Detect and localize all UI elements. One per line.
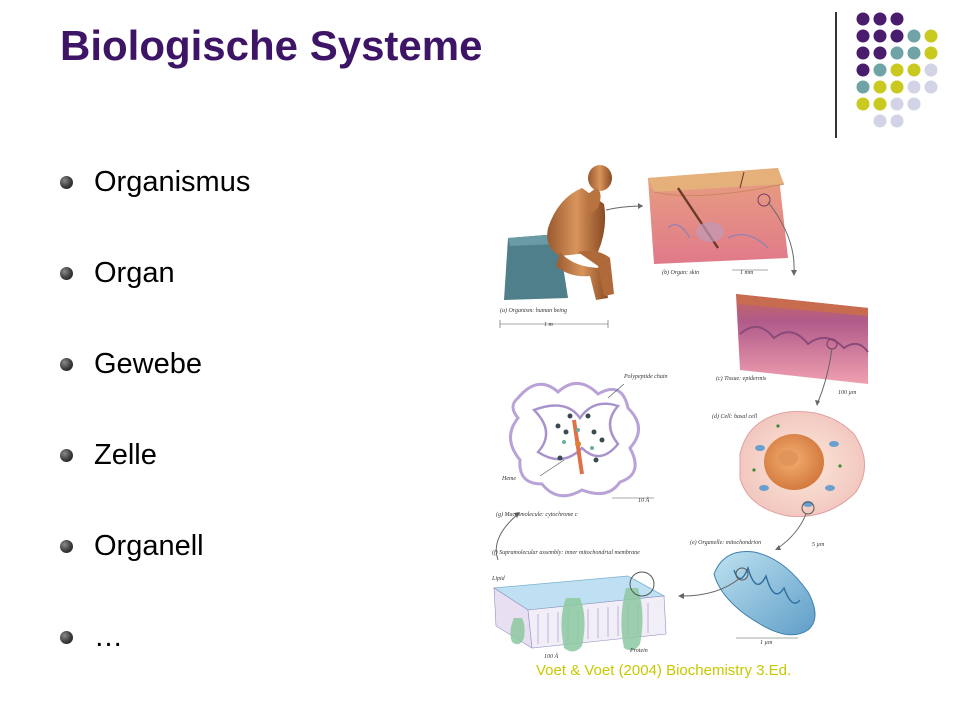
bullet-item: Zelle xyxy=(60,433,157,477)
biology-hierarchy-figure: (a) Organism: human being 1 m (b) Organ:… xyxy=(491,165,869,660)
figure-scale-f: 100 Å xyxy=(544,652,559,660)
decorative-dot xyxy=(924,63,938,77)
organism-thinker-illustration xyxy=(504,165,614,300)
figure-scale-a: 1 m xyxy=(544,322,554,328)
decorative-dot xyxy=(890,97,904,111)
decorative-dot xyxy=(924,46,938,60)
organ-skin-illustration xyxy=(648,168,788,264)
bullet-text: … xyxy=(94,620,123,653)
decorative-dot xyxy=(873,46,887,60)
decorative-dot xyxy=(856,80,870,94)
decorative-dot xyxy=(907,63,921,77)
figure-scale-b: 1 mm xyxy=(740,270,754,276)
tissue-epidermis-illustration xyxy=(736,294,869,384)
bullet-item: Gewebe xyxy=(60,342,202,386)
bullet-item: Organismus xyxy=(60,160,250,204)
figure-label-g-chain: Polypeptide chain xyxy=(623,374,668,380)
supramolecular-membrane-illustration xyxy=(492,571,667,652)
decorative-dot xyxy=(873,97,887,111)
bullet-item: Organell xyxy=(60,524,204,568)
decorative-dot xyxy=(873,114,887,128)
bullet-dot-icon xyxy=(60,448,73,462)
bullet-text: Zelle xyxy=(94,438,157,471)
figure-label-d: (d) Cell: basal cell xyxy=(712,413,757,420)
decorative-dot xyxy=(907,97,921,111)
figure-label-f: (f) Supramolecular assembly: inner mitoc… xyxy=(492,549,640,556)
decorative-dot xyxy=(890,29,904,43)
figure-label-e: (e) Organelle: mitochondrion xyxy=(690,539,761,546)
decorative-dot-grid xyxy=(856,12,938,128)
decorative-dot xyxy=(856,29,870,43)
bullet-text: Gewebe xyxy=(94,347,203,380)
decorative-dot xyxy=(856,46,870,60)
decorative-dot xyxy=(890,114,904,128)
figure-label-b: (b) Organ: skin xyxy=(662,269,699,276)
bullet-text: Organell xyxy=(94,529,204,562)
bullet-dot-icon xyxy=(60,630,73,644)
decorative-dot xyxy=(890,12,904,26)
decorative-dot xyxy=(924,29,938,43)
decorative-dot xyxy=(907,46,921,60)
decorative-dot xyxy=(856,63,870,77)
bullet-dot-icon xyxy=(60,266,73,280)
decorative-dot xyxy=(873,12,887,26)
decorative-dot xyxy=(856,97,870,111)
decorative-dot xyxy=(873,80,887,94)
decorative-divider-line xyxy=(835,12,837,138)
image-credit: Voet & Voet (2004) Biochemistry 3.Ed. xyxy=(536,662,792,679)
figure-label-c: (c) Tissue: epidermis xyxy=(716,375,767,382)
figure-scale-e: 1 µm xyxy=(760,640,773,646)
decorative-dot xyxy=(890,63,904,77)
decorative-dot xyxy=(890,80,904,94)
bullet-dot-icon xyxy=(60,357,73,371)
bullet-dot-icon xyxy=(60,539,73,553)
decorative-dot xyxy=(890,46,904,60)
figure-label-g: (g) Macromolecule: cytochrome c xyxy=(496,511,578,518)
decorative-dot xyxy=(873,63,887,77)
cell-basal-illustration xyxy=(739,410,865,517)
decorative-dot xyxy=(856,12,870,26)
bullet-dot-icon xyxy=(60,175,73,189)
figure-scale-d: 5 µm xyxy=(812,542,825,548)
decorative-dot xyxy=(873,29,887,43)
bullet-text: Organ xyxy=(94,256,175,289)
organelle-mitochondrion-illustration xyxy=(713,550,816,636)
figure-label-g-heme: Heme xyxy=(501,476,516,482)
figure-label-f-protein: Protein xyxy=(629,648,648,654)
figure-label-a: (a) Organism: human being xyxy=(500,307,567,314)
bullet-item: … xyxy=(60,615,123,659)
decorative-dot xyxy=(907,29,921,43)
figure-scale-c: 100 µm xyxy=(838,390,857,396)
figure-scale-g: 10 Å xyxy=(638,496,650,504)
figure-label-f-lipid: Lipid xyxy=(491,576,506,582)
decorative-dot xyxy=(907,80,921,94)
bullet-text: Organismus xyxy=(94,165,251,198)
macromolecule-cytochrome-illustration xyxy=(509,382,640,498)
bullet-item: Organ xyxy=(60,251,175,295)
slide-title: Biologische Systeme xyxy=(60,22,483,69)
decorative-dot xyxy=(924,80,938,94)
